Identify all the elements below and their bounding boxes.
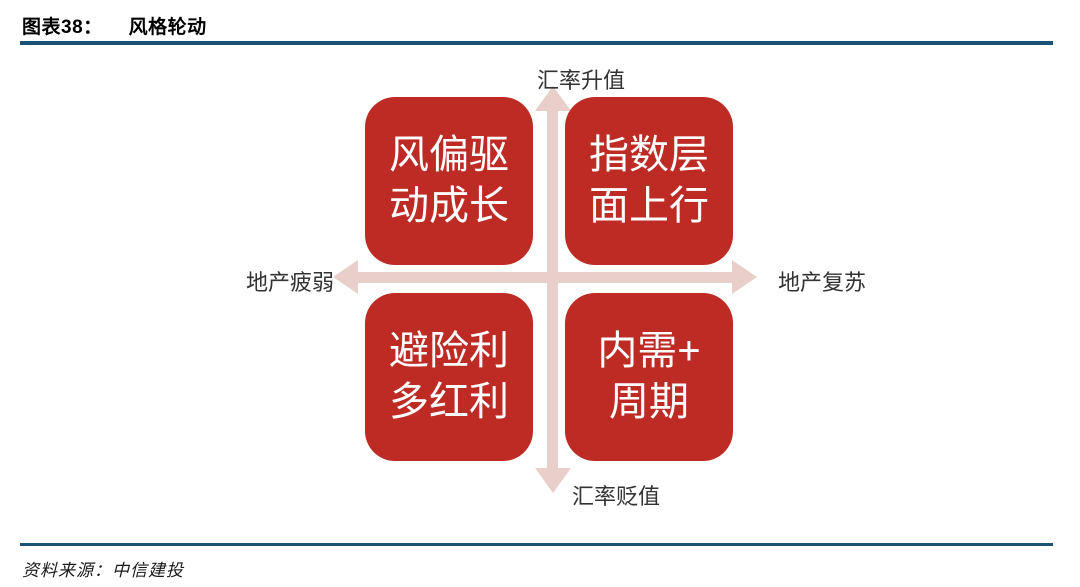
axis-arrow-up-icon — [535, 86, 571, 111]
quadrant-bottom-left: 避险利 多红利 — [365, 293, 533, 461]
axis-arrow-left-icon — [333, 260, 358, 294]
axis-label-right: 地产复苏 — [778, 270, 867, 295]
quadrant-bottom-right-line2: 周期 — [609, 380, 689, 424]
quadrant-bottom-right: 内需+ 周期 — [565, 293, 733, 461]
quadrant-bottom-left-line2: 多红利 — [389, 380, 509, 424]
axis-label-bottom: 汇率贬值 — [572, 484, 661, 509]
figure-header: 图表38： 风格轮动 — [22, 12, 207, 39]
quadrant-top-right-line1: 指数层 — [589, 132, 709, 177]
source-note: 资料来源：中信建投 — [22, 561, 184, 580]
axis-arrow-down-icon — [535, 468, 571, 493]
vertical-axis-shaft — [547, 108, 558, 470]
axis-arrow-right-icon — [732, 260, 757, 294]
figure-title: 风格轮动 — [128, 17, 207, 38]
figure-number-label: 图表38： — [22, 17, 103, 38]
quadrant-top-right: 指数层 面上行 — [565, 97, 733, 265]
header-divider-rule — [20, 41, 1053, 45]
quadrant-top-left-line1: 风偏驱 — [389, 132, 509, 177]
quadrant-bottom-left-line1: 避险利 — [389, 328, 509, 373]
footer-divider-rule — [20, 543, 1053, 546]
quadrant-top-right-line2: 面上行 — [589, 184, 709, 228]
axis-label-top: 汇率升值 — [537, 68, 626, 93]
quadrant-top-left-line2: 动成长 — [389, 184, 509, 228]
quadrant-top-left: 风偏驱 动成长 — [365, 97, 533, 265]
quadrant-bottom-right-line1: 内需+ — [597, 328, 701, 373]
axis-label-left: 地产疲弱 — [245, 270, 334, 295]
horizontal-axis-shaft — [356, 272, 734, 283]
